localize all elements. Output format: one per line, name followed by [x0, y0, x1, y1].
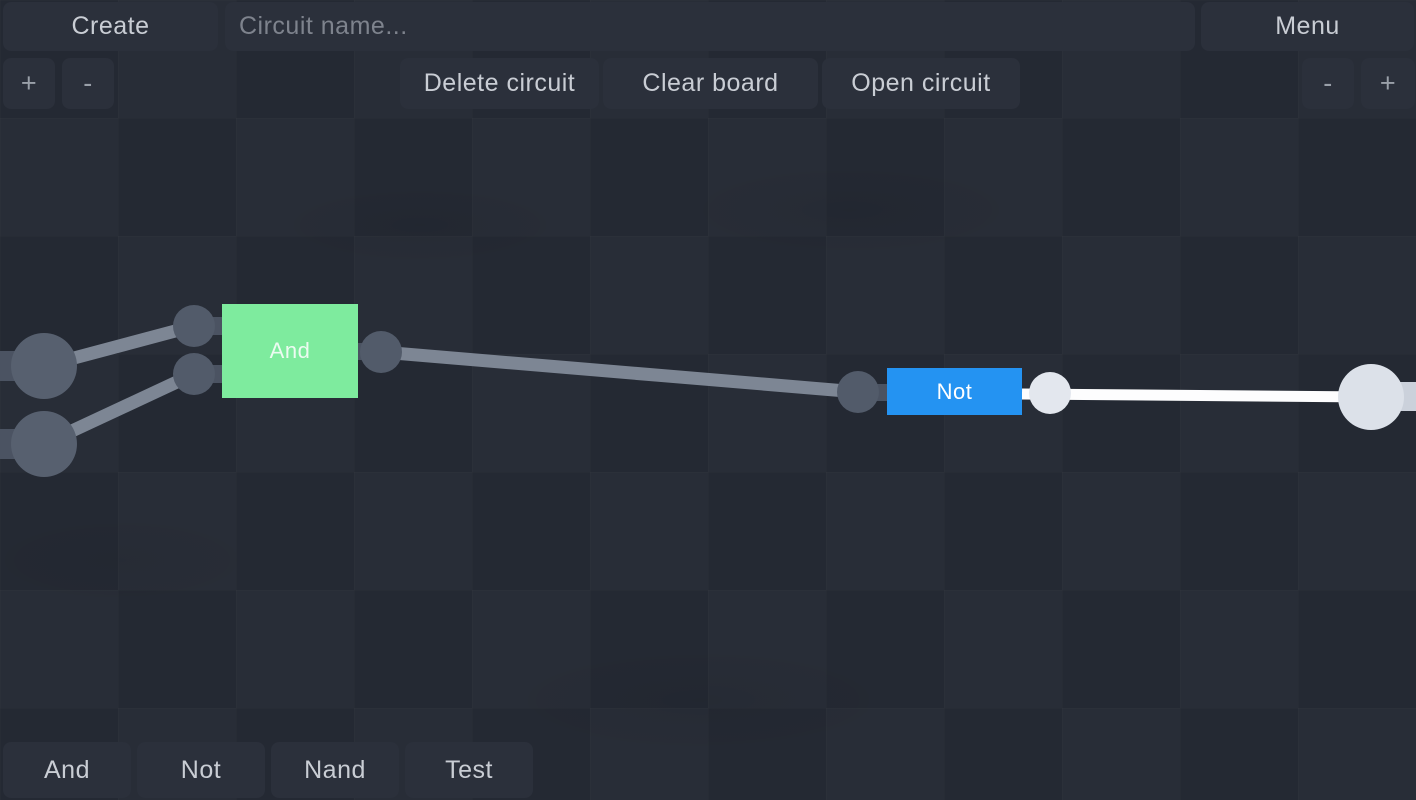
palette-item-nand[interactable]: Nand — [271, 742, 399, 798]
wire-and-to-not[interactable] — [380, 345, 859, 399]
and-input-pin-1[interactable] — [173, 305, 215, 347]
zoom-out-right-button[interactable]: - — [1302, 58, 1354, 109]
not-output-pin[interactable] — [1029, 372, 1071, 414]
zoom-out-left-button[interactable]: - — [62, 58, 114, 109]
palette-item-test[interactable]: Test — [405, 742, 533, 798]
menu-button[interactable]: Menu — [1201, 2, 1414, 51]
open-circuit-button[interactable]: Open circuit — [822, 58, 1020, 109]
and-output-pin[interactable] — [360, 331, 402, 373]
input-node-b[interactable] — [11, 411, 77, 477]
palette-item-and[interactable]: And — [3, 742, 131, 798]
and-input-pin-2[interactable] — [173, 353, 215, 395]
zoom-in-right-button[interactable]: + — [1361, 58, 1415, 109]
zoom-in-left-button[interactable]: + — [3, 58, 55, 109]
and-gate-label: And — [269, 338, 311, 363]
output-node[interactable] — [1338, 364, 1404, 430]
wire-not-to-output[interactable] — [1021, 388, 1372, 403]
and-gate[interactable]: And — [222, 304, 358, 398]
delete-circuit-button[interactable]: Delete circuit — [400, 58, 599, 109]
not-gate-label: Not — [936, 378, 973, 404]
palette-item-not[interactable]: Not — [137, 742, 265, 798]
create-button[interactable]: Create — [3, 2, 218, 51]
clear-board-button[interactable]: Clear board — [603, 58, 818, 109]
circuit-name-input[interactable] — [225, 2, 1195, 51]
not-gate[interactable]: Not — [887, 368, 1022, 415]
not-input-pin[interactable] — [837, 371, 879, 413]
input-node-a[interactable] — [11, 333, 77, 399]
